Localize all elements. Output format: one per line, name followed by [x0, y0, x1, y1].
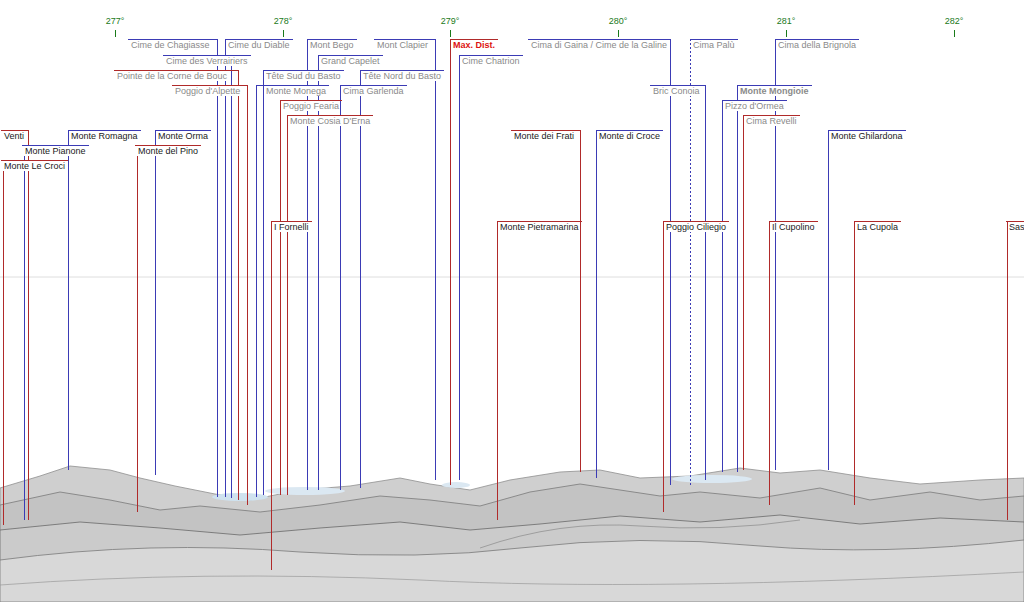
- leader-line: [670, 39, 671, 485]
- peak-label: Cima della Brignola: [777, 40, 857, 50]
- leader-line: [737, 85, 738, 472]
- leader-line: [580, 130, 581, 472]
- leader-line: [690, 39, 691, 485]
- degree-tick: [786, 30, 787, 37]
- leader-line: [137, 145, 138, 512]
- degree-label: 278°: [273, 16, 294, 26]
- degree-label: 280°: [608, 16, 629, 26]
- leader-line: [256, 85, 257, 497]
- peak-label: Mont Bego: [309, 40, 355, 50]
- peak-label: Pizzo d'Ormea: [724, 101, 785, 111]
- degree-label: 277°: [105, 16, 126, 26]
- leader-line: [225, 39, 226, 497]
- peak-label: Monte Romagna: [70, 131, 139, 141]
- leader-line: [828, 130, 829, 470]
- peak-label: Monte Monega: [265, 86, 327, 96]
- peak-label: La Cupola: [856, 222, 899, 232]
- leader-line: [722, 100, 723, 472]
- leader-line: [24, 145, 25, 520]
- peak-label: Monte di Croce: [598, 131, 661, 141]
- peak-label: Monte Le Croci: [3, 161, 66, 171]
- peak-label: Cime des Verrairiers: [165, 56, 249, 66]
- leader-line: [459, 55, 460, 480]
- leader-line: [769, 221, 770, 505]
- peak-label: Sas: [1008, 222, 1024, 232]
- max-distance-label: Max. Dist.: [452, 40, 496, 50]
- leader-line: [596, 130, 597, 478]
- peak-label: Cima Palù: [692, 40, 736, 50]
- peak-label: Monte Pianone: [24, 146, 87, 156]
- peak-label: Monte dei Frati: [513, 131, 575, 141]
- leader-line: [705, 85, 706, 480]
- leader-line: [1007, 221, 1008, 520]
- horizon-line: [0, 277, 1024, 278]
- near-ridge: [0, 515, 1024, 602]
- degree-label: 279°: [440, 16, 461, 26]
- leader-line: [263, 70, 264, 495]
- peak-label: I Fornelli: [273, 222, 310, 232]
- leader-line: [497, 221, 498, 520]
- foreground-hill: [0, 540, 1024, 602]
- peak-label: Monte Pietramarina: [499, 222, 580, 232]
- contour-line: [0, 572, 1024, 585]
- peak-label: Monte Orma: [157, 131, 209, 141]
- leader-line: [435, 39, 436, 480]
- peak-label: Cima Revelli: [745, 116, 798, 126]
- degree-tick: [283, 30, 284, 37]
- peak-label: Cime Chatrion: [461, 56, 521, 66]
- peak-label: Cima di Gaina / Cime de la Galine: [530, 40, 668, 50]
- peak-label: Monte del Pino: [137, 146, 199, 156]
- peak-label: Poggio d'Alpette: [174, 86, 241, 96]
- leader-line: [247, 85, 248, 505]
- peak-label: Pointe de la Corne de Bouc: [116, 71, 228, 81]
- peak-label: Monte Cosia D'Erna: [289, 116, 371, 126]
- leader-line: [450, 39, 451, 485]
- leader-line: [271, 221, 272, 570]
- leader-line: [287, 115, 288, 495]
- leader-line: [28, 130, 29, 520]
- peak-label: Cima Garlenda: [342, 86, 405, 96]
- peak-label: Monte Ghilardona: [830, 131, 904, 141]
- peak-label: Tête Nord du Basto: [362, 71, 442, 81]
- snow-patch: [672, 475, 752, 483]
- middle-ridge: [0, 484, 1024, 602]
- leader-line: [217, 39, 218, 497]
- peak-label: Cime de Chagiasse: [130, 40, 211, 50]
- snow-patch: [442, 482, 470, 488]
- peak-label: Poggio Ciliegio: [665, 222, 727, 232]
- far-ridge: [0, 466, 1024, 602]
- leader-line: [3, 160, 4, 525]
- peak-label: Mont Clapier: [376, 40, 429, 50]
- contour-line: [480, 520, 800, 548]
- leader-line: [231, 55, 232, 498]
- degree-tick: [450, 30, 451, 37]
- leader-line: [68, 130, 69, 470]
- leader-line: [663, 221, 664, 512]
- leader-line: [340, 85, 341, 490]
- degree-tick: [954, 30, 955, 37]
- peak-label: Grand Capelet: [320, 56, 381, 66]
- peak-label: Il Cupolino: [771, 222, 816, 232]
- peak-label: Venti: [3, 131, 25, 141]
- degree-label: 282°: [944, 16, 965, 26]
- peak-label: Monte Mongioie: [739, 86, 810, 96]
- leader-line: [280, 100, 281, 495]
- degree-tick: [618, 30, 619, 37]
- peak-label: Bric Conoia: [652, 86, 701, 96]
- peak-label: Tête Sud du Basto: [265, 71, 342, 81]
- degree-tick: [115, 30, 116, 37]
- degree-label: 281°: [776, 16, 797, 26]
- leader-line: [743, 115, 744, 470]
- leader-line: [155, 130, 156, 475]
- leader-line: [238, 70, 239, 500]
- leader-line: [854, 221, 855, 505]
- peak-label: Poggio Fearia: [282, 101, 340, 111]
- leader-line: [360, 70, 361, 488]
- snow-patch: [265, 487, 345, 495]
- peak-label: Cime du Diable: [227, 40, 291, 50]
- snow-patch: [212, 493, 268, 501]
